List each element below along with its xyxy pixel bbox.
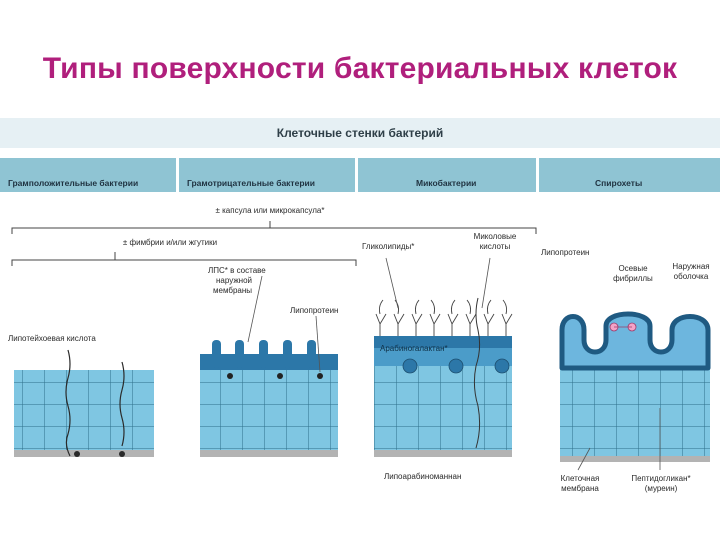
mycobacteria-wall <box>374 257 513 457</box>
cell-wall-figure: Клеточные стенки бактерий Грамположитель… <box>0 118 720 540</box>
column-label: Грамотрицательные бактерии <box>187 178 315 188</box>
label-peptidoglycan-line2: (муреин) <box>644 484 678 493</box>
label-spirochete-lipoprotein: Липопротеин <box>541 248 590 257</box>
label-lps-line1: ЛПС* в составе <box>208 266 266 275</box>
fimbriae-bracket <box>11 252 357 266</box>
label-lipoteichoic-acid: Липотейхоевая кислота <box>8 334 96 343</box>
label-arabinogalactan: Арабиногалактан* <box>380 344 448 353</box>
teichoic-acid-strand <box>119 361 125 447</box>
column-header-mycobacteria: Микобактерии <box>358 158 536 192</box>
label-membrane-line2: мембрана <box>561 484 599 493</box>
label-membrane-line1: Клеточная <box>560 474 600 483</box>
label-axial-line1: Осевые <box>618 264 648 273</box>
slide-title: Типы поверхности бактериальных клеток <box>42 52 678 85</box>
lipoprotein-dots <box>227 373 323 379</box>
capsule-bracket-label: ± капсула или микрокапсула* <box>215 206 325 215</box>
mycolic-acid-chains <box>375 299 513 336</box>
arabinogalactan-knobs <box>402 358 510 374</box>
column-header-gram-negative: Грамотрицательные бактерии <box>179 158 355 192</box>
column-label: Грамположительные бактерии <box>8 178 139 188</box>
figure-header-band <box>0 118 720 148</box>
label-peptidoglycan-line1: Пептидогликан* <box>631 474 691 483</box>
label-mycolic-line2: кислоты <box>479 242 511 251</box>
label-lipoprotein: Липопротеин <box>290 306 339 315</box>
column-header-gram-positive: Грамположительные бактерии <box>0 158 176 192</box>
column-label: Микобактерии <box>416 178 477 188</box>
cell-wall-drawing <box>11 221 711 471</box>
lps-rods <box>212 340 316 368</box>
capsule-bracket <box>11 221 537 234</box>
gram-negative-wall <box>200 275 338 457</box>
figure-header-title: Клеточные стенки бактерий <box>276 126 444 140</box>
fimbriae-bracket-label: ± фимбрии и/или жгутики <box>122 238 218 247</box>
spirochete-wall <box>559 311 711 471</box>
outer-sheath <box>559 311 711 371</box>
label-outer-line1: Наружная <box>672 262 710 271</box>
column-label: Спирохеты <box>595 178 643 188</box>
label-glycolipids: Гликолипиды* <box>362 242 415 251</box>
label-axial-line2: фибриллы <box>613 274 653 283</box>
gram-positive-wall <box>14 349 154 457</box>
label-lps-line3: мембраны <box>213 286 253 295</box>
label-lps-line2: наружной <box>216 276 253 285</box>
column-header-spirochetes: Спирохеты <box>539 158 720 192</box>
lipoteichoic-acid-strand <box>65 349 71 457</box>
label-lipoarabinomannan: Липоарабиноманнан <box>384 472 462 481</box>
label-mycolic-line1: Миколовые <box>473 232 517 241</box>
label-outer-line2: оболочка <box>673 272 709 281</box>
lipoarabinomannan-strand <box>473 297 481 449</box>
